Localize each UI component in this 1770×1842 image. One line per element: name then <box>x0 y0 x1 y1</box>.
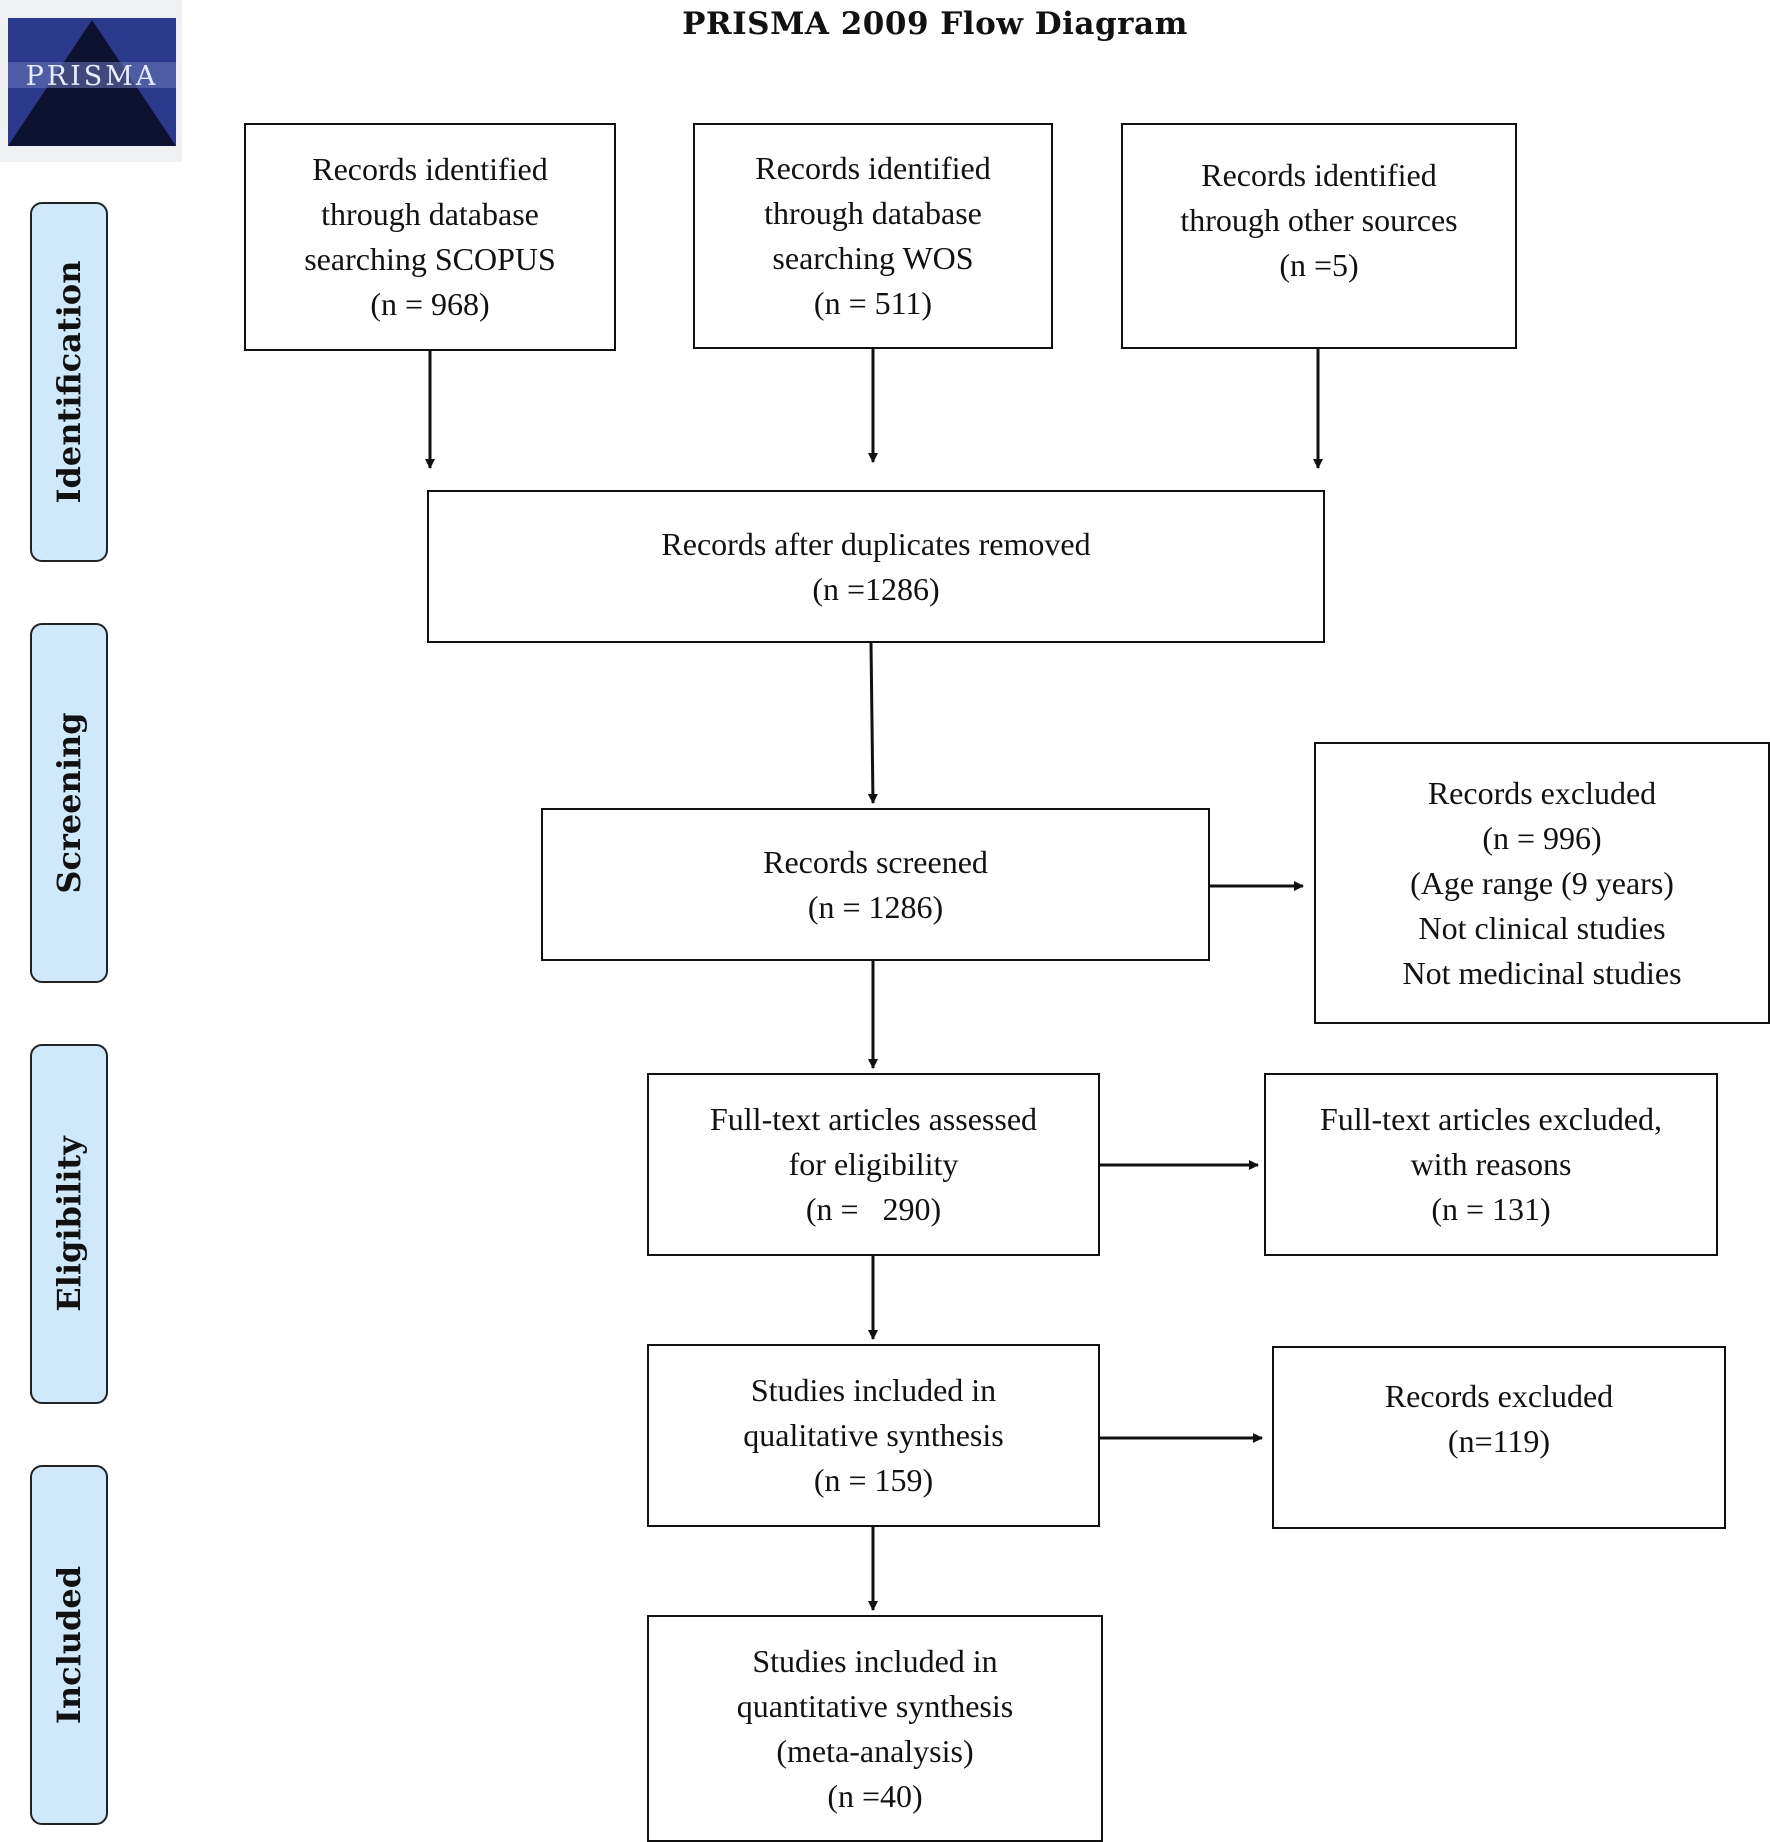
phase-identification: Identification <box>30 202 108 562</box>
box-duplicates-removed: Records after duplicates removed (n =128… <box>427 490 1325 643</box>
logo-text: PRISMA <box>26 61 159 92</box>
box-fulltext-excluded: Full-text articles excluded, with reason… <box>1264 1073 1718 1256</box>
arrow-duplicates-to-screened <box>867 642 878 804</box>
phase-eligibility: Eligibility <box>30 1044 108 1404</box>
box-other-sources: Records identified through other sources… <box>1121 123 1517 349</box>
box-qualitative-excluded: Records excluded (n=119) <box>1272 1346 1726 1529</box>
page-title: PRISMA 2009 Flow Diagram <box>682 6 1188 42</box>
box-scopus: Records identified through database sear… <box>244 123 616 351</box>
prisma-logo: PRISMA <box>0 0 182 162</box>
box-qualitative-synthesis: Studies included in qualitative synthesi… <box>647 1344 1100 1527</box>
box-quantitative-synthesis: Studies included in quantitative synthes… <box>647 1615 1103 1842</box>
box-wos: Records identified through database sear… <box>693 123 1053 349</box>
box-records-excluded: Records excluded (n = 996) (Age range (9… <box>1314 742 1770 1024</box>
box-fulltext-assessed: Full-text articles assessed for eligibil… <box>647 1073 1100 1256</box>
phase-included: Included <box>30 1465 108 1825</box>
box-records-screened: Records screened (n = 1286) <box>541 808 1210 961</box>
phase-screening: Screening <box>30 623 108 983</box>
